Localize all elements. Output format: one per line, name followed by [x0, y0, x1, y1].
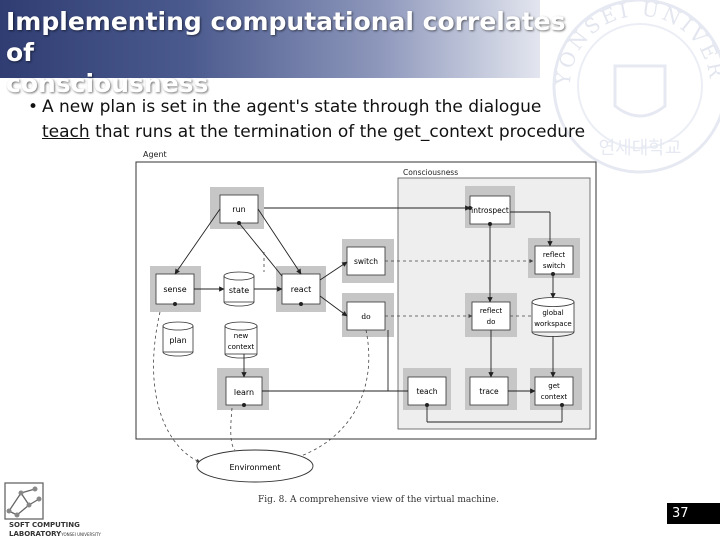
- node-react-label: react: [291, 285, 311, 294]
- environment-label: Environment: [229, 463, 280, 472]
- logo-line-2-small: YONSEI UNIVERSITY: [61, 532, 101, 537]
- title-line-1: Implementing computational correlates of: [6, 7, 566, 67]
- bullet-text-teach: teach: [42, 122, 90, 142]
- node-switch-label: switch: [354, 257, 378, 266]
- lab-logo-icon: [4, 482, 44, 520]
- node-plan: [162, 321, 194, 357]
- page-number: 37: [667, 503, 720, 524]
- logo-line-2-main: LABORATORY: [9, 530, 62, 538]
- node-get-context: [534, 376, 574, 406]
- title-line-2: consciousness: [6, 69, 209, 98]
- lab-logo-text: SOFT COMPUTING LABORATORYYONSEI UNIVERSI…: [9, 521, 101, 539]
- node-switch: [346, 246, 386, 276]
- bullet-text-part1: A new plan is set in the agent's state t…: [42, 97, 542, 117]
- bullet-dot: •: [28, 97, 39, 117]
- node-get-context-label-1: get: [548, 382, 560, 390]
- node-new-context: [224, 321, 258, 359]
- node-reflect-switch-label-1: reflect: [543, 251, 566, 259]
- agent-label: Agent: [143, 150, 167, 159]
- university-seal-watermark: YONSEI UNIVERSITY 연세대학교: [540, 0, 720, 174]
- node-state-label: state: [229, 286, 249, 295]
- bullet-item: • A new plan is set in the agent's state…: [28, 95, 712, 145]
- node-introspect: [469, 195, 511, 225]
- node-learn-label: learn: [234, 388, 254, 397]
- node-plan-label: plan: [169, 336, 186, 345]
- node-run-label: run: [232, 205, 245, 214]
- title-bar: [0, 0, 540, 78]
- node-global-workspace: [531, 297, 575, 337]
- slide-title: Implementing computational correlates of…: [6, 6, 566, 99]
- node-reflect-do-label-2: do: [487, 318, 496, 326]
- connection-dots: [173, 206, 564, 407]
- node-react: [281, 273, 321, 305]
- node-global-workspace-label-1: global: [542, 309, 563, 317]
- node-new-context-label-1: new: [234, 332, 249, 340]
- node-global-workspace-label-2: workspace: [534, 320, 571, 328]
- solid-connections: [174, 205, 563, 423]
- node-state: [223, 271, 255, 307]
- node-trace: [469, 376, 509, 406]
- node-reflect-switch-label-2: switch: [543, 262, 565, 270]
- node-teach-label: teach: [416, 387, 437, 396]
- node-reflect-do-label-1: reflect: [480, 307, 503, 315]
- node-new-context-label-2: context: [228, 343, 255, 351]
- node-do-label: do: [361, 312, 371, 321]
- node-teach: [407, 376, 447, 406]
- node-reflect-switch: [534, 245, 574, 275]
- node-trace-label: trace: [479, 387, 499, 396]
- logo-line-2: LABORATORYYONSEI UNIVERSITY: [9, 530, 101, 539]
- dashed-connections: [153, 252, 534, 464]
- svg-text:연세대학교: 연세대학교: [599, 138, 682, 159]
- node-do: [346, 301, 386, 331]
- figure-caption: Fig. 8. A comprehensive view of the virt…: [258, 495, 499, 505]
- logo-line-1: SOFT COMPUTING: [9, 521, 80, 529]
- node-introspect-label: introspect: [471, 206, 509, 215]
- bullet-text-part2: that runs at the termination of the get_…: [89, 122, 586, 142]
- node-get-context-label-2: context: [541, 393, 568, 401]
- environment-node: [196, 449, 314, 483]
- consciousness-label: Consciousness: [403, 168, 458, 177]
- node-sense-label: sense: [163, 285, 186, 294]
